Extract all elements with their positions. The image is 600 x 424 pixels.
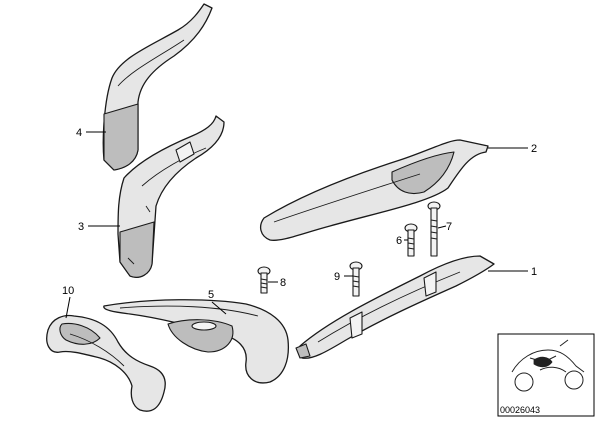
screw-9[interactable] [349, 261, 363, 297]
part-10-bracket-cover[interactable] [46, 314, 166, 412]
part-5-cover-plate[interactable] [103, 299, 290, 384]
screw-6[interactable] [404, 223, 418, 257]
screw-7[interactable] [427, 201, 441, 257]
reference-code: 00026043 [500, 405, 540, 415]
callout-6: 6 [396, 235, 402, 247]
screw-8[interactable] [257, 266, 271, 294]
callout-8: 8 [280, 277, 286, 289]
callout-1: 1 [531, 266, 537, 278]
motorcycle-thumbnail [497, 333, 595, 417]
callout-4: 4 [76, 127, 82, 139]
leader-10 [65, 296, 71, 319]
callout-5: 5 [208, 289, 214, 301]
leader-5 [211, 301, 227, 315]
callout-3: 3 [78, 221, 84, 233]
callout-9: 9 [334, 271, 340, 283]
part-1-lower-rail[interactable] [295, 255, 495, 359]
part-4-upper-cover[interactable] [102, 3, 213, 171]
callout-10: 10 [62, 285, 74, 297]
part-2-side-panel[interactable] [259, 139, 489, 241]
part-3-side-trim[interactable] [117, 115, 225, 278]
callout-7: 7 [446, 221, 452, 233]
leader-7 [437, 225, 447, 229]
callout-2: 2 [531, 143, 537, 155]
